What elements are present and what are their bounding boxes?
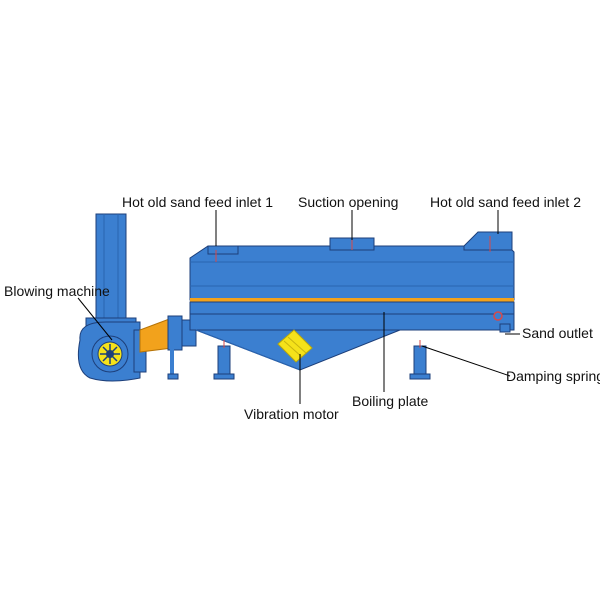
feed-inlet-2 <box>463 231 513 252</box>
blowing-machine <box>77 317 147 382</box>
label-suction-opening: Suction opening <box>298 194 398 210</box>
label-blowing-machine: Blowing machine <box>4 283 110 299</box>
label-hot-sand-inlet-2: Hot old sand feed inlet 2 <box>430 194 581 210</box>
label-damping-spring: Damping spring <box>506 368 600 384</box>
label-hot-sand-inlet-1: Hot old sand feed inlet 1 <box>122 194 273 210</box>
damping-springs <box>223 340 421 348</box>
label-boiling-plate: Boiling plate <box>352 393 428 409</box>
fluidized-bed-body <box>189 245 515 331</box>
feed-inlet-1 <box>207 245 239 262</box>
label-sand-outlet: Sand outlet <box>522 325 593 341</box>
label-vibration-motor: Vibration motor <box>244 406 339 422</box>
sand-outlet-port <box>493 311 511 333</box>
exhaust-chimney <box>95 213 127 325</box>
leader-lines <box>77 210 520 404</box>
air-duct <box>139 315 197 378</box>
vibration-motor <box>277 329 313 363</box>
